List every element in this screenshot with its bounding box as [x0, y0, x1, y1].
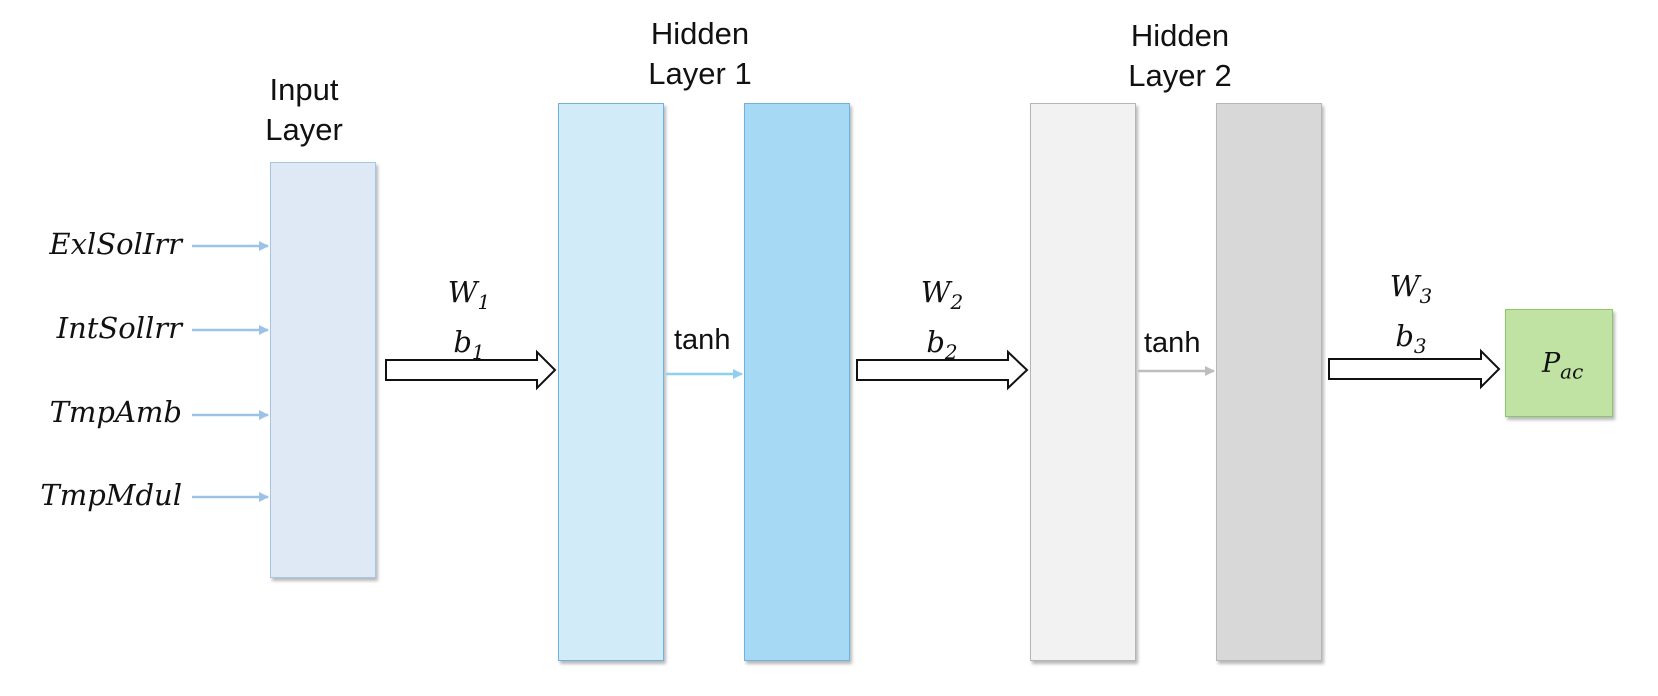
block-arrow-1	[385, 349, 557, 391]
weights-3: W3 b3	[1351, 266, 1471, 366]
weight-1-symbol: W	[447, 275, 478, 309]
input-layer-title-line1: Input	[269, 72, 339, 107]
input-label-4: TmpMdul	[40, 478, 182, 512]
hidden-layer-2-title-line2: Layer 2	[1128, 58, 1232, 93]
output-label: Pac	[1542, 348, 1583, 383]
output-block: Pac	[1505, 309, 1613, 417]
input-layer-title: Input Layer	[244, 70, 364, 150]
hidden-layer-1-title-line2: Layer 1	[648, 56, 752, 91]
hidden-layer-2-block-b	[1216, 103, 1322, 661]
hidden-layer-1-block-a	[558, 103, 664, 661]
weight-2-symbol: W	[920, 275, 951, 309]
input-label-1: ExlSolIrr	[49, 227, 182, 261]
weight-2-sub: 2	[950, 289, 964, 314]
hidden-layer-1-title-line1: Hidden	[650, 16, 750, 51]
weight-3-symbol: W	[1389, 269, 1420, 303]
bias-2-symbol: b	[926, 324, 945, 359]
hidden-layer-1-title: Hidden Layer 1	[620, 14, 780, 94]
block-arrow-3	[1328, 348, 1501, 390]
bias-3-symbol: b	[1395, 318, 1414, 353]
weights-2: W2 b2	[882, 272, 1002, 372]
input-label-3: TmpAmb	[49, 395, 182, 429]
hidden-layer-1-block-b	[744, 103, 850, 661]
input-label-2: IntSollrr	[56, 311, 182, 345]
bias-2-sub: 2	[944, 339, 958, 364]
bias-1-sub: 1	[471, 339, 485, 364]
output-label-main: P	[1542, 348, 1561, 379]
hidden-layer-2-block-a	[1030, 103, 1136, 661]
bias-3-sub: 3	[1413, 333, 1427, 358]
input-layer-block	[270, 162, 376, 578]
activation-label-2: tanh	[1144, 327, 1201, 359]
weight-1-sub: 1	[477, 289, 491, 314]
block-arrow-2	[856, 349, 1029, 391]
activation-label-1: tanh	[674, 324, 731, 356]
bias-1-symbol: b	[453, 324, 472, 359]
hidden-layer-2-title-line1: Hidden	[1130, 18, 1230, 53]
output-label-sub: ac	[1560, 359, 1584, 384]
weight-3-sub: 3	[1419, 283, 1433, 308]
input-layer-title-line2: Layer	[265, 112, 343, 147]
weights-1: W1 b1	[409, 272, 529, 372]
hidden-layer-2-title: Hidden Layer 2	[1100, 16, 1260, 96]
